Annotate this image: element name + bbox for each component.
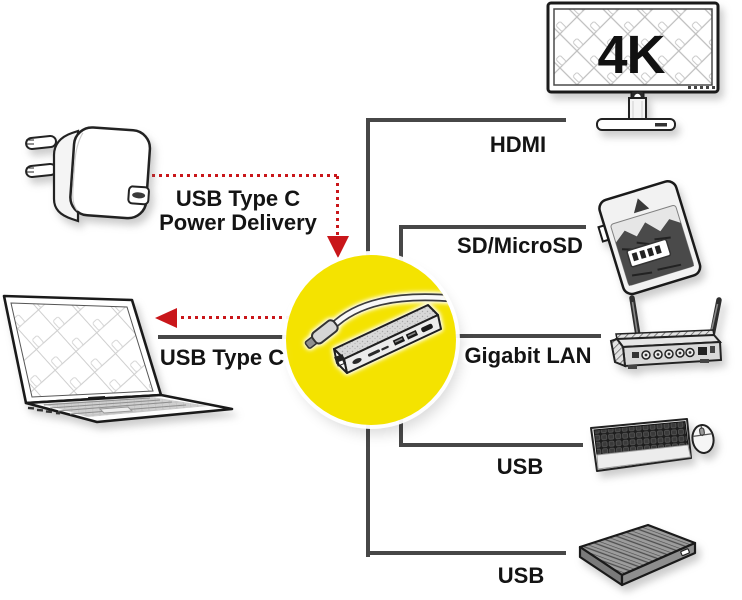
laptop-illustration [2, 294, 234, 424]
hub-ports-icons [352, 323, 433, 365]
label-gigabit-lan: Gigabit LAN [464, 343, 592, 368]
monitor-screen-text: 4K [597, 25, 665, 85]
connector-line-sd [399, 225, 586, 229]
label-power-delivery-line1: USB Type C [175, 186, 301, 211]
connector-line-usb-drive [366, 551, 566, 555]
label-hdmi: HDMI [489, 132, 547, 157]
label-usb-drive: USB [497, 563, 545, 588]
label-usb-c-laptop: USB Type C [159, 345, 285, 370]
label-sd-microsd: SD/MicroSD [457, 233, 583, 258]
label-power-delivery-line2: Power Delivery [159, 210, 317, 235]
sd-card-illustration [597, 180, 702, 296]
power-delivery-dotted-line-vertical [336, 176, 339, 236]
power-adapter-illustration [25, 126, 152, 223]
ethernet-port-icon [334, 353, 347, 367]
hub-highlight-circle [286, 255, 456, 425]
usb-c-hub-illustration [304, 293, 456, 374]
connector-line-usb-keyboard [399, 443, 583, 447]
router-illustration [609, 295, 723, 369]
usb-c-dotted-line [174, 316, 296, 319]
monitor-4k-illustration: 4K [546, 1, 720, 131]
label-power-delivery: USB Type C Power Delivery [147, 187, 329, 235]
power-delivery-arrowhead-icon [327, 236, 349, 258]
label-usb-keyboard: USB [496, 454, 544, 479]
connector-line-lan [370, 334, 601, 338]
connector-line-laptop [158, 335, 308, 339]
power-delivery-dotted-line-horizontal [152, 174, 339, 177]
hard-drive-illustration [578, 523, 697, 587]
keyboard-mouse-illustration [590, 418, 715, 472]
usb-c-arrowhead-icon [155, 308, 177, 328]
connector-line-hdmi [366, 118, 566, 122]
